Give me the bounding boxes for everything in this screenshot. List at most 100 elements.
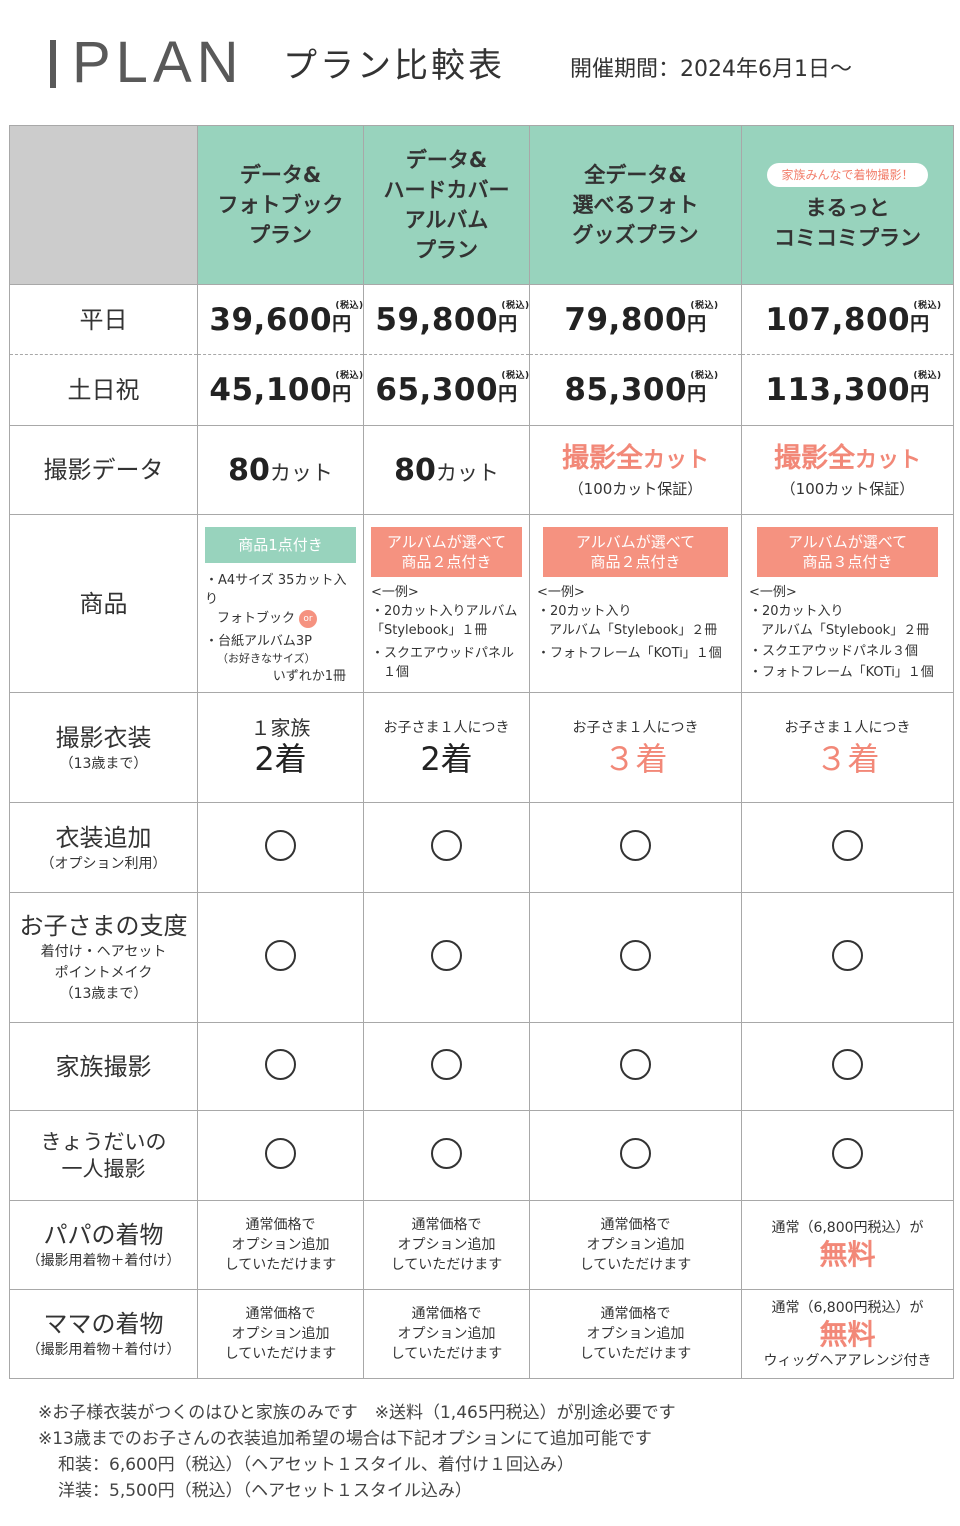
price-cell: 107,800円(税込) [741,284,954,355]
circle-mark-icon [620,830,651,861]
goods-item: ・フォトフレーム「KOTi」１個 [537,646,722,661]
price-unit: 円 [687,383,707,405]
page-header: PLAN プラン比較表 開催期間：2024年6月1日～ [0,0,960,125]
goods-example: <一例> [371,585,419,600]
option-cell: 通常価格でオプション追加していただけます [529,1289,742,1379]
goods-badge: アルバムが選べて商品２点付き [371,527,522,577]
costume-count: 2着 [254,739,307,778]
free-label: 無料 [819,1318,876,1351]
footnote: 洋装：5,500円（税込）（ヘアセット１スタイル込み） [58,1481,472,1501]
row-label-text: 一人撮影 [61,1156,146,1181]
included-cell [741,892,954,1023]
row-label-sub: （撮影用着物＋着付け） [26,1342,181,1358]
price-unit: 円 [332,312,352,335]
table-corner [9,125,198,285]
price-value: 65,300 [375,372,499,408]
free-note: 通常（6,800円税込）が [771,1220,924,1236]
option-cell: 通常価格でオプション追加していただけます [363,1200,530,1290]
option-note: していただけます [579,1346,692,1362]
price-cell: 113,300円(税込) [741,354,954,426]
tax-label: (税込) [335,371,364,381]
plan-header-row: データ& フォトブック プラン データ& ハードカバー アルバム プラン 全デー… [9,125,954,285]
option-note: 通常価格で [411,1217,482,1233]
price-cell: 65,300円(税込) [363,354,530,426]
price: 79,800円(税込) [564,301,718,338]
all-cuts-cell: 撮影全カット（100カット保証） [741,425,954,515]
price-value: 45,100 [209,372,333,408]
price-unit: 円 [687,312,707,335]
price-value: 59,800 [375,301,499,338]
circle-mark-icon [832,940,863,971]
option-note: オプション追加 [586,1326,685,1342]
free-label: 無料 [819,1238,876,1271]
event-period: 開催期間：2024年6月1日～ [570,57,852,82]
shooting-data-row: 撮影データ 80カット 80カット 撮影全カット（100カット保証） 撮影全カッ… [9,425,954,515]
tax-label: (税込) [913,300,942,311]
row-label-sub: （オプション利用） [40,855,167,872]
price: 39,600円(税込) [209,301,362,338]
row-label-text: きょうだいの [40,1129,167,1154]
circle-mark-icon [832,830,863,861]
cut-unit: カット [435,460,499,485]
circle-mark-icon [265,1138,296,1169]
price-cell: 59,800円(税込) [363,284,530,355]
tax-label: (税込) [913,371,942,381]
option-cell: 通常価格でオプション追加していただけます [529,1200,742,1290]
price-unit: 円 [910,312,930,335]
included-cell [197,1110,364,1201]
circle-mark-icon [265,1049,296,1080]
included-cell [741,1110,954,1201]
plan-header-data-photobook: データ& フォトブック プラン [197,125,364,285]
row-label-text: 撮影衣装 [55,723,152,752]
row-label-shooting-data: 撮影データ [9,425,198,515]
all-cuts-cell: 撮影全カット（100カット保証） [529,425,742,515]
row-label-sub: （13歳まで） [59,755,148,772]
price: 59,800円(税込) [375,301,528,338]
tax-label: (税込) [690,371,719,381]
row-label-text: パパの着物 [43,1221,164,1249]
price: 113,300円(税込) [765,371,941,408]
included-cell [363,892,530,1023]
included-cell [197,1022,364,1111]
price: 65,300円(税込) [375,371,528,408]
price-unit: 円 [498,383,518,405]
plan-header-photo-goods: 全データ& 選べるフォト グッズプラン [529,125,742,285]
goods-badge: アルバムが選べて商品３点付き [757,527,938,577]
option-cell: 通常価格でオプション追加していただけます [197,1289,364,1379]
goods-cell: アルバムが選べて商品２点付き <一例> ・20カット入りアルバム 「Styleb… [363,514,530,693]
goods-item: ・スクエアウッドパネル [371,646,515,661]
included-cell [529,802,742,893]
goods-example: <一例> [749,585,797,600]
option-note: オプション追加 [231,1326,330,1342]
row-label-text: ママの着物 [43,1310,164,1338]
goods-item-cont: アルバム「Stylebook」２冊 [549,623,718,638]
option-note: オプション追加 [397,1237,496,1253]
row-label-papa-kimono: パパの着物（撮影用着物＋着付け） [9,1200,198,1290]
page-title: プラン比較表 [283,46,505,86]
free-cell: 通常（6,800円税込）が無料ウィッグヘアアレンジ付き [741,1289,954,1379]
included-cell [741,802,954,893]
circle-mark-icon [620,1138,651,1169]
plan-name-line: データ& [405,148,488,172]
included-cell [197,892,364,1023]
goods-badge: アルバムが選べて商品２点付き [543,527,728,577]
footnote: ※13歳までのお子さんの衣装追加希望の場合は下記オプションにて追加可能です [38,1429,652,1449]
tax-label: (税込) [335,300,364,311]
goods-item: ・20カット入り [537,604,632,619]
included-cell [363,1110,530,1201]
price-value: 85,300 [564,372,688,408]
circle-mark-icon [431,830,462,861]
price-value: 107,800 [765,301,911,338]
all-cuts: 撮影全 [773,443,855,474]
included-cell [363,802,530,893]
footnote: 和装：6,600円（税込）（ヘアセット１スタイル、着付け１回込み） [58,1455,574,1475]
child-prep-row: お子さまの支度着付け・ヘアセットポイントメイク（13歳まで） [9,892,954,1023]
option-note: していただけます [390,1346,503,1362]
costume-add-row: 衣装追加（オプション利用） [9,802,954,893]
option-note: オプション追加 [231,1237,330,1253]
circle-mark-icon [832,1138,863,1169]
cut-guarantee: （100カット保証） [780,480,915,498]
